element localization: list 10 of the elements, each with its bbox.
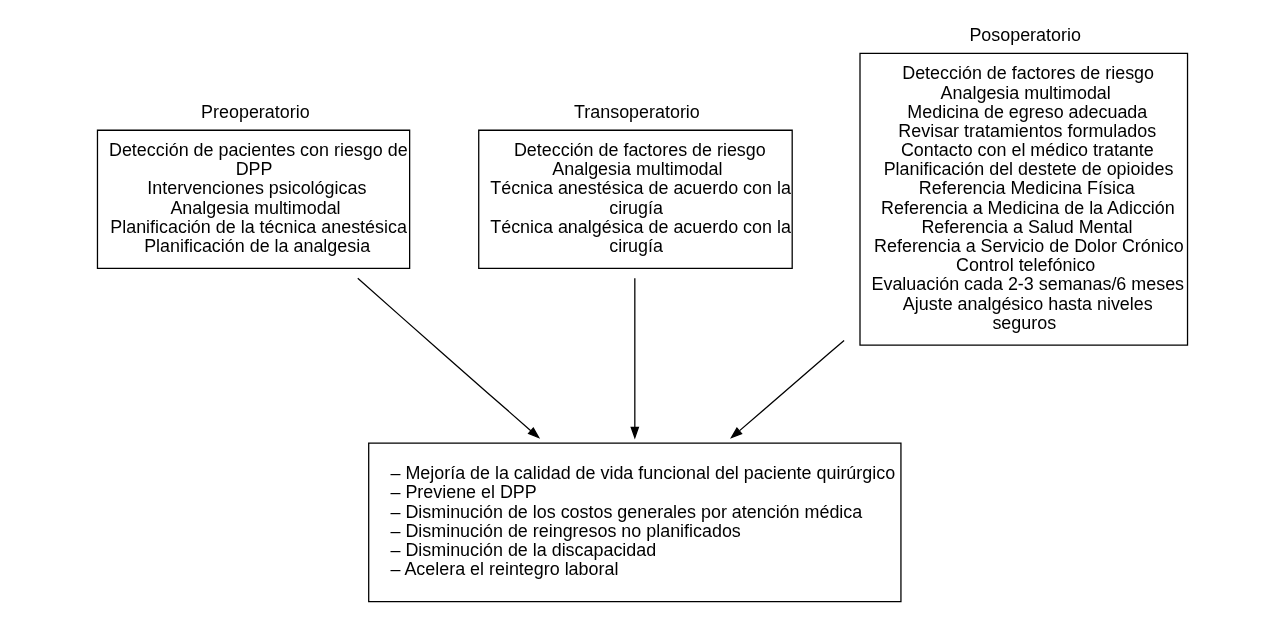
node-label: Posoperatorio [969,24,1081,45]
node-box: – Mejoría de la calidad de vida funcional del paciente quirúrgico – Previene el DPP – Disminución de los costos generales por atención médica – Disminución de reingresos no planificados – Disminución de la discapacidad – Acelera el reintegro laboral [368,442,902,603]
node-box: Detección de pacientes con riesgo de DPP Intervenciones psicológicas Analgesia multimodal Planificación de la técnica anestésica Planificación de la analgesia [96,129,411,270]
arrow [630,277,640,440]
node-box: Detección de factores de riesgo Analgesia multimodal Medicina de egreso adecuada Revisar tratamientos formulados Contacto con el médico tratante Planificación del destete de opioides Referencia Medicina Física Referencia a Medicina de la Adicción Referencia a Salud Mental Referencia a Servicio de Dolor Crónico Control telefónico Evaluación cada 2-3 semanas/6 meses Ajuste analgésico hasta niveles seguros [859,52,1189,346]
arrow [357,277,541,439]
node-box: Detección de factores de riesgo Analgesia multimodal Técnica anestésica de acuerdo con la cirugía Técnica analgésica de acuerdo con la cirugía [478,129,793,270]
node-label: Transoperatorio [574,101,700,122]
node-label: Preoperatorio [201,101,310,122]
arrow [730,339,845,439]
